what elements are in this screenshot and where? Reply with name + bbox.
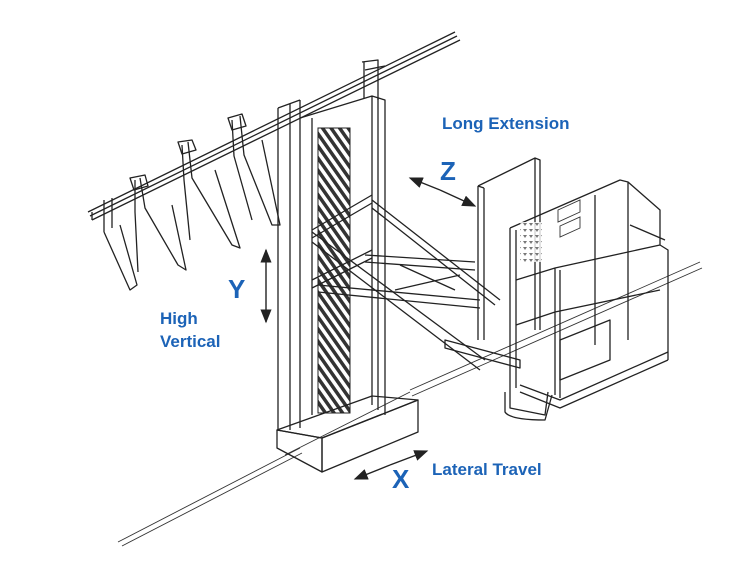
entry-gate: [477, 157, 541, 340]
base-carriage: [276, 395, 419, 473]
x-axis-arrow: [389, 450, 429, 466]
overhead-rail: [87, 31, 461, 221]
high-vertical-label-line2: Vertical: [160, 332, 221, 351]
z-axis-arrow: [408, 177, 441, 191]
high-vertical-label-line1: High: [160, 309, 198, 328]
z-axis-arrow: [439, 189, 477, 207]
work-platform-cage: [504, 179, 669, 421]
long-extension-label: Long Extension: [442, 114, 570, 133]
extension-boom: [311, 194, 521, 371]
z-axis-label: Z: [440, 156, 456, 186]
lateral-travel-label: Lateral Travel: [432, 460, 542, 479]
y-axis-label: Y: [228, 274, 246, 304]
x-axis-label: X: [392, 464, 410, 494]
x-axis-arrow: [353, 464, 391, 480]
hanger-hooks: [103, 113, 281, 291]
